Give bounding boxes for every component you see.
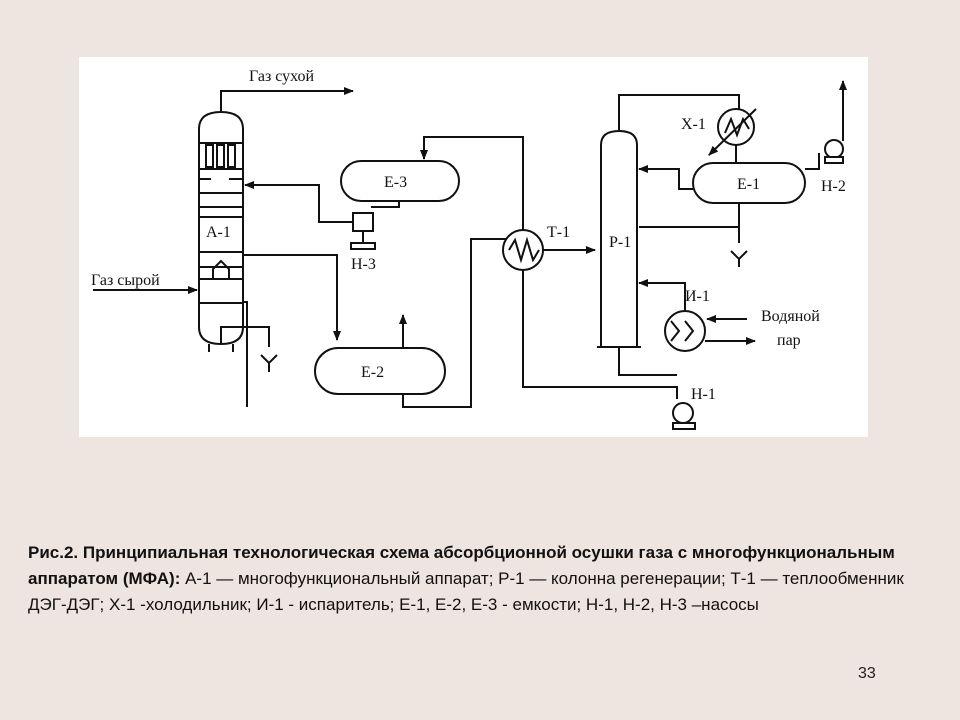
label-h1: Н-1	[691, 386, 716, 403]
caption-text: А-1 — многофункциональный аппарат; Р-1 —…	[28, 569, 904, 614]
label-e3: Е-3	[384, 174, 407, 191]
vessel-e1	[692, 162, 806, 204]
pump-h2	[824, 80, 847, 164]
label-steam-1: Водяной	[761, 308, 820, 325]
apparatus-a1	[198, 110, 244, 352]
page-number: 33	[858, 665, 876, 682]
caption-title: Рис.2. Принципиальная технологическая сх…	[28, 543, 895, 588]
label-i1: И-1	[685, 288, 710, 305]
heat-exchanger-t1	[502, 229, 544, 271]
label-a1: А-1	[206, 224, 231, 241]
label-e2: Е-2	[361, 364, 384, 381]
label-h2: Н-2	[821, 178, 846, 195]
label-p1: Р-1	[609, 234, 631, 251]
column-p1	[600, 129, 638, 348]
vessel-e2	[314, 347, 446, 395]
evaporator-i1	[664, 310, 706, 352]
cooler-x1	[708, 108, 757, 156]
pump-h1	[672, 402, 696, 430]
label-e1: Е-1	[737, 176, 760, 193]
label-x1: Х-1	[681, 116, 706, 133]
label-t1: Т-1	[547, 224, 570, 241]
label-h3: Н-3	[351, 256, 376, 273]
label-gas-dry: Газ сухой	[249, 68, 315, 85]
pump-h3	[350, 212, 376, 250]
label-gas-raw: Газ сырой	[91, 272, 160, 289]
label-steam-2: пар	[777, 332, 801, 349]
figure-caption: Рис.2. Принципиальная технологическая сх…	[28, 540, 933, 618]
process-flow-diagram: А-1 Газ сухой Газ сырой Е-3 Н-3	[79, 57, 868, 437]
